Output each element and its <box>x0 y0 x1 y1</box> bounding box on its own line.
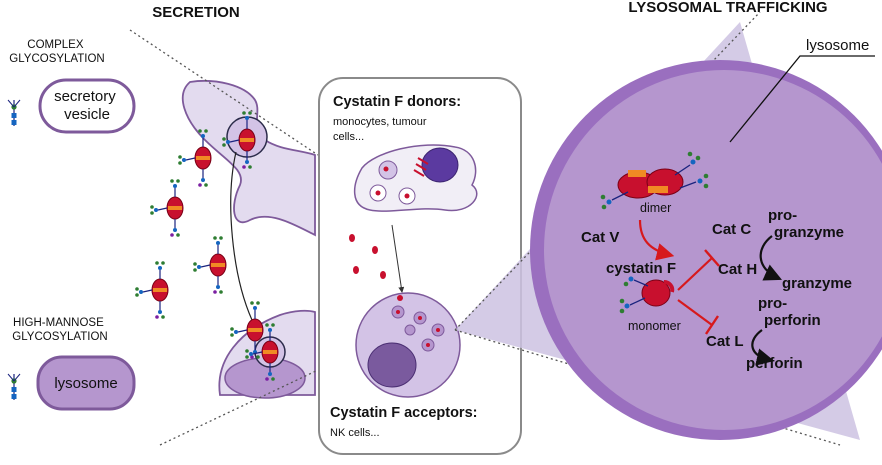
dimer-label: dimer <box>640 201 671 215</box>
cystatin-f-dimer <box>600 151 709 210</box>
perforin-label: perforin <box>746 355 803 372</box>
granzyme-activation-arrow <box>759 235 783 281</box>
secretory-vesicle-key <box>38 78 136 134</box>
inhibition-bar-cat-h <box>704 249 720 267</box>
inhibition-cat-h <box>677 257 713 291</box>
acceptor-nucleus <box>367 342 417 388</box>
secreted-cystatin-dimer-4 <box>134 260 169 320</box>
donor-cystatin-dot <box>404 193 410 199</box>
heading-lysosomal-trafficking: LYSOSOMAL TRAFFICKING <box>628 0 827 16</box>
transfer-arrow <box>391 224 405 293</box>
secreted-cystatin-dimer-2 <box>149 178 184 238</box>
inhibition-cat-l <box>677 299 713 326</box>
secretory-vesicle-label: secretory vesicle <box>54 88 120 123</box>
pro-perforin-label: pro- perforin <box>758 295 821 329</box>
secreting-cell <box>181 80 316 237</box>
lysosome-label-pointer <box>729 55 875 143</box>
incoming-cystatin-dot <box>397 295 403 301</box>
cat-v-arrow <box>638 219 675 261</box>
monomer-label: monomer <box>628 319 681 333</box>
cat-c-label: Cat C <box>712 221 751 238</box>
zoom-line-bottom <box>159 369 319 446</box>
complex-glycan-icon <box>7 99 21 127</box>
secreted-cystatin-dimer-3 <box>192 235 227 295</box>
lysosome-lumen <box>544 70 882 430</box>
cystatin-f-monomer <box>619 276 675 314</box>
donor-nucleus <box>421 147 459 183</box>
secreted-dot <box>372 246 378 254</box>
high-mannose-glycan-icon <box>7 373 21 401</box>
legend-complex-glycosylation: COMPLEX GLYCOSYLATION <box>9 39 104 65</box>
acceptors-description: NK cells... <box>330 427 380 439</box>
lysosome-key-label: lysosome <box>54 375 117 392</box>
acceptor-cystatin-dot <box>436 328 440 332</box>
secreted-dot <box>349 234 355 242</box>
donor-cystatin-dot <box>375 190 381 196</box>
donor-golgi <box>413 157 429 177</box>
acceptor-granule <box>404 324 416 336</box>
donors-description: monocytes, tumour cells... <box>333 116 430 143</box>
lysosome-label: lysosome <box>806 37 869 54</box>
cat-h-label: Cat H <box>718 261 757 278</box>
cystatin-f-label: cystatin F <box>606 260 676 277</box>
perforin-activation-arrow <box>751 329 775 366</box>
donor-cystatin-dot <box>383 166 389 172</box>
cat-v-label: Cat V <box>581 229 619 246</box>
lysosome-key <box>36 355 136 411</box>
acceptor-cystatin-dot <box>426 343 430 347</box>
secreted-dot <box>353 266 359 274</box>
granzyme-label: granzyme <box>782 275 852 292</box>
secreted-dot <box>380 271 386 279</box>
heading-secretion: SECRETION <box>152 4 240 21</box>
donors-title: Cystatin F donors: <box>333 94 461 110</box>
uptake-path <box>230 151 253 321</box>
acceptors-title: Cystatin F acceptors: <box>330 405 477 421</box>
pro-granzyme-label: pro- granzyme <box>768 207 844 241</box>
legend-high-mannose-glycosylation: HIGH-MANNOSE GLYCOSYLATION <box>12 317 107 343</box>
inhibition-bar-cat-l <box>705 315 719 335</box>
acceptor-cystatin-dot <box>396 310 400 314</box>
acceptor-cystatin-dot <box>418 316 422 320</box>
cat-l-label: Cat L <box>706 333 744 350</box>
